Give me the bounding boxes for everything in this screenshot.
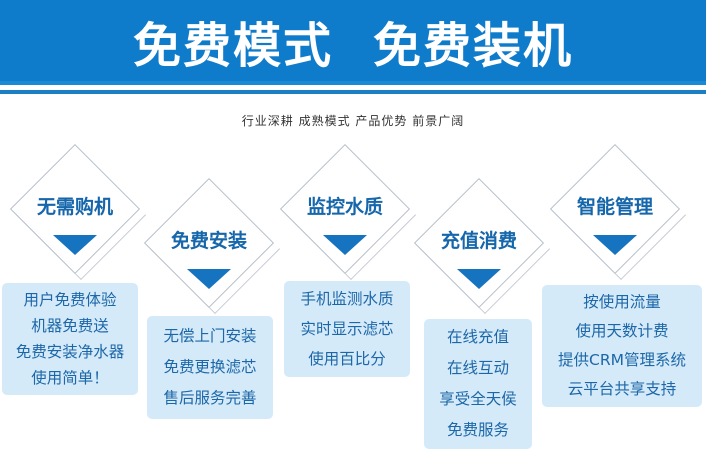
banner-title: 免费模式 免费装机: [0, 0, 706, 81]
down-triangle-icon: [187, 269, 231, 289]
feature-diamond-smart-management: 智能管理: [549, 143, 687, 281]
card-line: 手机监测水质: [300, 290, 394, 308]
card-line: 免费服务: [446, 421, 509, 439]
feature-diamond-recharge: 充值消费: [413, 177, 551, 315]
feature-heading: 免费安装: [170, 230, 247, 252]
feature-diamond-water-monitor: 监控水质: [279, 143, 417, 281]
card-line: 提供CRM管理系统: [558, 351, 686, 369]
header-banner: [0, 0, 706, 81]
feature-diamond-free-install: 免费安装: [143, 177, 281, 315]
feature-heading: 无需购机: [36, 196, 113, 218]
card-line: 实时显示滤芯: [300, 320, 394, 338]
card-line: 在线充值: [446, 328, 509, 346]
feature-diamond-no-purchase: 无需购机: [9, 143, 147, 281]
card-line: 售后服务完善: [163, 389, 257, 407]
card-line: 云平台共享支持: [567, 380, 677, 398]
card-line: 免费更换滤芯: [163, 358, 257, 376]
banner-divider-bottom: [0, 90, 706, 94]
subtitle-tagline: 行业深耕 成熟模式 产品优势 前景广阔: [241, 114, 465, 128]
feature-heading: 监控水质: [306, 196, 383, 218]
card-line: 使用百比分: [308, 350, 386, 368]
down-triangle-icon: [323, 235, 367, 255]
card-line: 免费安装净水器: [15, 343, 125, 361]
card-line: 用户免费体验: [23, 291, 117, 309]
feature-heading: 充值消费: [440, 230, 517, 252]
banner-title-right: 免费装机: [373, 17, 574, 74]
feature-card-recharge: 在线充值 在线互动 享受全天侯 免费服务: [424, 319, 532, 449]
feature-card-free-install: 无偿上门安装 免费更换滤芯 售后服务完善: [147, 316, 273, 419]
banner-divider-top: [0, 81, 706, 85]
feature-card-no-purchase: 用户免费体验 机器免费送 免费安装净水器 使用简单！: [2, 283, 138, 395]
down-triangle-icon: [53, 235, 97, 255]
feature-card-water-monitor: 手机监测水质 实时显示滤芯 使用百比分: [284, 281, 410, 377]
feature-card-smart-management: 按使用流量 使用天数计费 提供CRM管理系统 云平台共享支持: [542, 285, 702, 407]
banner-title-left: 免费模式: [132, 17, 333, 74]
card-line: 享受全天侯: [439, 390, 517, 408]
card-line: 在线互动: [446, 359, 509, 377]
down-triangle-icon: [457, 269, 501, 289]
card-line: 机器免费送: [31, 317, 109, 335]
card-line: 无偿上门安装: [163, 327, 257, 345]
card-line: 使用天数计费: [575, 322, 669, 340]
down-triangle-icon: [593, 235, 637, 255]
banner-divider-gap: [0, 85, 706, 90]
card-line: 使用简单！: [31, 369, 109, 387]
card-line: 按使用流量: [583, 293, 661, 311]
feature-heading: 智能管理: [576, 196, 653, 218]
